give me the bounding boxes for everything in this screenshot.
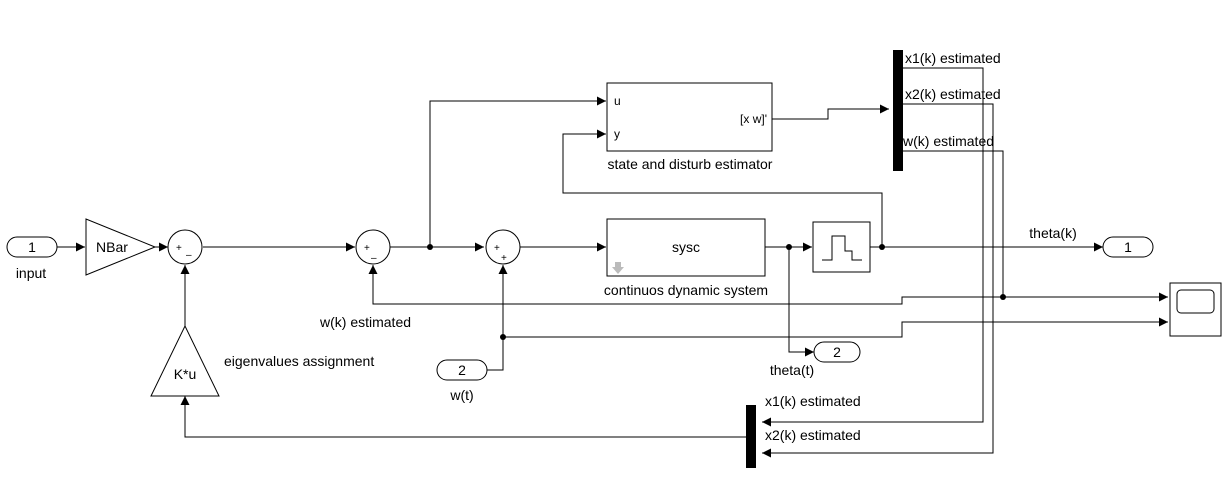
- branch-point: [1000, 294, 1006, 300]
- outport-1[interactable]: 1: [1102, 236, 1154, 258]
- sum-block-1[interactable]: + –: [167, 229, 203, 265]
- plant-name: sysc: [672, 239, 700, 255]
- down-arrow-icon: [612, 262, 624, 274]
- branch-point: [500, 334, 506, 340]
- demux-label-x1: x1(k) estimated: [905, 50, 1001, 66]
- demux-label-x2: x2(k) estimated: [905, 86, 1001, 102]
- nbar-gain-block[interactable]: NBar: [85, 218, 157, 276]
- inport-2-number: 2: [458, 362, 466, 378]
- kgain-caption: eigenvalues assignment: [224, 353, 374, 369]
- inport-1-number: 1: [28, 239, 36, 255]
- kgain-text: K*u: [174, 366, 197, 382]
- scope-screen-icon: [1176, 289, 1215, 314]
- wire-west-feedback[interactable]: [368, 150, 1004, 305]
- outport-2-number: 2: [833, 344, 841, 360]
- inport-2-label: w(t): [449, 387, 473, 403]
- mux-label-x2: x2(k) estimated: [765, 427, 861, 443]
- scope-block[interactable]: [1169, 282, 1222, 337]
- signal-wires: [57, 67, 1168, 458]
- nbar-gain-text: NBar: [96, 239, 128, 255]
- wire-u-to-estimator[interactable]: [429, 96, 606, 247]
- inport-2[interactable]: 2: [436, 359, 488, 381]
- branch-points: [427, 244, 1006, 340]
- branch-point: [879, 244, 885, 250]
- staircase-icon: [822, 235, 862, 261]
- sum1-plus-sign: +: [176, 243, 182, 254]
- sum-block-3[interactable]: + +: [485, 229, 521, 265]
- outport-2[interactable]: 2: [813, 341, 861, 363]
- inport-1[interactable]: 1: [6, 236, 58, 258]
- estimator-u-port: u: [614, 94, 621, 108]
- wire-y-to-estimator[interactable]: [562, 129, 883, 247]
- outport-2-label: theta(t): [770, 362, 814, 378]
- inport-1-label: input: [16, 265, 46, 281]
- plant-caption: continuos dynamic system: [604, 282, 768, 298]
- estimator-caption: state and disturb estimator: [608, 156, 773, 172]
- wire-x2-to-mux[interactable]: [762, 103, 994, 458]
- sum1-minus-sign: –: [186, 250, 192, 261]
- demux-block[interactable]: [893, 50, 903, 171]
- wire-mux-to-kgain[interactable]: [180, 396, 746, 438]
- zero-order-hold-block[interactable]: [812, 221, 871, 273]
- branch-point: [427, 244, 433, 250]
- state-estimator-block[interactable]: u y [x w]': [606, 82, 773, 152]
- sum3-plus-sign: +: [494, 243, 500, 254]
- wire-plant-to-out2[interactable]: [788, 247, 814, 357]
- sum-block-2[interactable]: + –: [355, 229, 391, 265]
- mux-block[interactable]: [746, 405, 756, 468]
- plant-block[interactable]: sysc: [606, 218, 766, 277]
- demux-label-w: w(k) estimated: [902, 133, 994, 149]
- wire-x1-to-mux[interactable]: [762, 67, 984, 427]
- estimator-y-port: y: [614, 127, 620, 141]
- estimator-out-port: [x w]': [740, 112, 767, 126]
- sum2-minus-sign: –: [371, 253, 377, 264]
- wire-estimator-to-demux[interactable]: [772, 104, 889, 120]
- wire-w-to-scope[interactable]: [503, 317, 1168, 338]
- w-estimated-feedback-label: w(k) estimated: [319, 314, 411, 330]
- kgain-block[interactable]: K*u: [150, 324, 220, 397]
- sum2-plus-sign: +: [364, 243, 370, 254]
- branch-point: [786, 244, 792, 250]
- outport-1-label: theta(k): [1029, 225, 1076, 241]
- sum3-plus-sign-2: +: [501, 253, 507, 264]
- outport-1-number: 1: [1124, 239, 1132, 255]
- mux-label-x1: x1(k) estimated: [765, 393, 861, 409]
- wire-w-to-sum3[interactable]: [487, 265, 508, 371]
